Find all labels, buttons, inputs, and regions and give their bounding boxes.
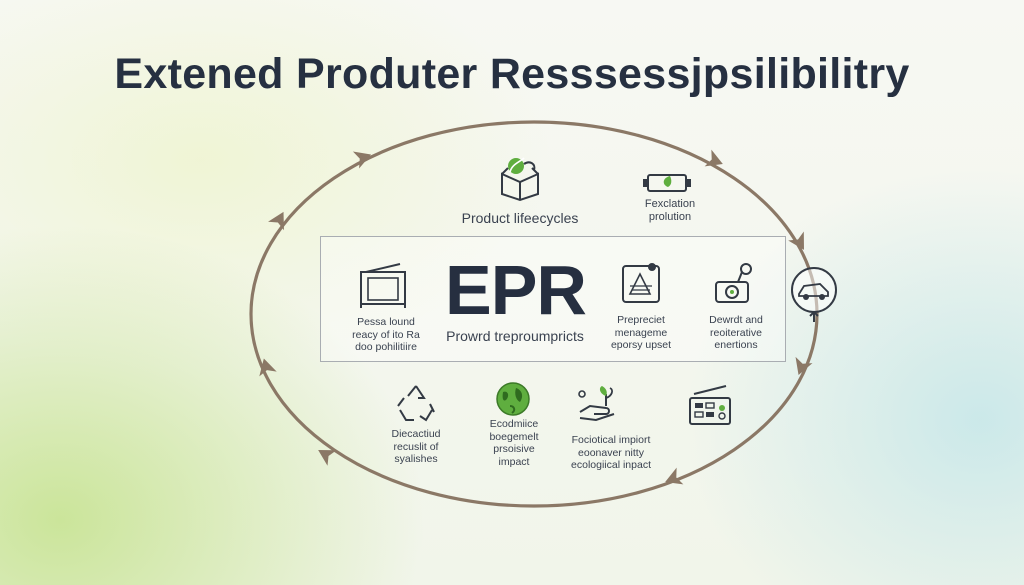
arrow-left-lower	[259, 358, 277, 377]
box-mid-right-line-3: eporsy upset	[610, 339, 672, 352]
bottom-1-label: Diecactiud recuslit of syalishes	[366, 428, 466, 466]
top-right-line-2: prolution	[648, 211, 692, 224]
bottom-2-line-4: impact	[498, 455, 530, 468]
arrow-right-lower	[795, 356, 813, 376]
top-right-label: Fexclation prolution	[620, 198, 720, 224]
bottom-3-line-2: eoonaver nitty	[578, 446, 644, 459]
hand-plant-icon	[578, 386, 615, 422]
top-right-line-1: Fexclation	[644, 198, 696, 210]
box-right-line-1: Dewrdt and	[709, 314, 763, 326]
arrow-top-right	[704, 149, 723, 167]
bottom-2-line-3: prsoisive	[493, 443, 535, 456]
arrow-bottom-left	[318, 450, 337, 466]
bottom-2-line-2: boegemelt	[489, 430, 539, 443]
loop-arrows	[259, 149, 813, 485]
arrow-right-upper	[788, 231, 804, 250]
bottom-1-line-2: recuslit of	[393, 440, 439, 453]
top-left-label: Product lifeecycles	[461, 210, 579, 226]
box-left-line-1: Pessa lound	[357, 316, 415, 328]
frame-structure-icon	[360, 263, 406, 308]
box-right-label: Dewrdt and reoiterative enertions	[686, 314, 786, 352]
box-mid-right-label: Prepreciet menageme eporsy upset	[596, 314, 686, 352]
bottom-1-line-3: syalishes	[394, 453, 438, 466]
box-mid-right-line-2: menageme	[614, 326, 668, 339]
box-right-line-2: reoiterative	[710, 326, 762, 339]
camera-device-icon	[715, 263, 752, 303]
hands-leaf-box-icon	[501, 157, 539, 202]
epr-acronym: EPR	[445, 251, 587, 329]
bottom-1-line-1: Diecactiud	[391, 428, 441, 440]
box-left-label: Pessa lound reacy of ito Ra doo pohiliti…	[336, 316, 436, 354]
bottom-2-line-1: Ecodmiice	[489, 418, 539, 430]
dashboard-panel-icon	[689, 385, 731, 425]
battery-leaf-icon	[643, 174, 691, 192]
bottom-3-line-1: Fociotical impiort	[571, 434, 651, 446]
box-right-line-3: enertions	[714, 339, 758, 352]
epr-subtitle: Prowrd treproumpricts	[446, 328, 584, 344]
box-mid-right-line-1: Prepreciet	[617, 314, 665, 326]
bottom-3-label: Fociotical impiort eoonaver nitty ecolog…	[556, 434, 666, 472]
box-left-line-2: reacy of ito Ra	[352, 328, 420, 341]
recycle-icon	[397, 385, 435, 422]
document-pin-icon	[622, 263, 660, 303]
box-left-line-3: doo pohilitiire	[355, 341, 417, 354]
bottom-2-label: Ecodmiice boegemelt prsoisive impact	[466, 418, 562, 468]
arrow-left-upper	[268, 211, 284, 231]
arrow-bottom-right	[665, 467, 684, 485]
car-circle-icon	[791, 267, 837, 322]
arrow-top-left	[352, 151, 372, 169]
page-title: Extened Produter Resssessjpsilibilitry	[114, 50, 910, 98]
bottom-3-line-3: ecologiical inpact	[571, 459, 651, 472]
globe-icon	[496, 382, 530, 416]
